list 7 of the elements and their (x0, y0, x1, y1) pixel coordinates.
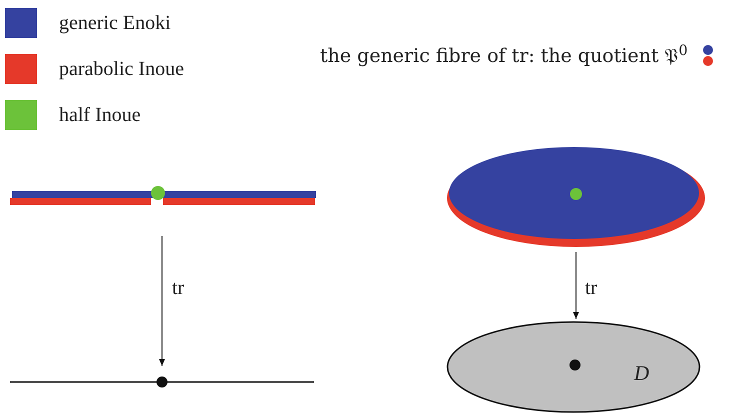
arrow (159, 236, 165, 366)
arrow (573, 252, 579, 320)
legend-text: half Inoue (59, 103, 141, 128)
legend-text: generic Enoki (59, 11, 171, 36)
region-label: D (634, 363, 650, 384)
fibre-caption: the generic fibre of tr: the quotient 𝔓$^{0}$ (320, 42, 688, 69)
legend-text: parabolic Inoue (59, 57, 184, 82)
